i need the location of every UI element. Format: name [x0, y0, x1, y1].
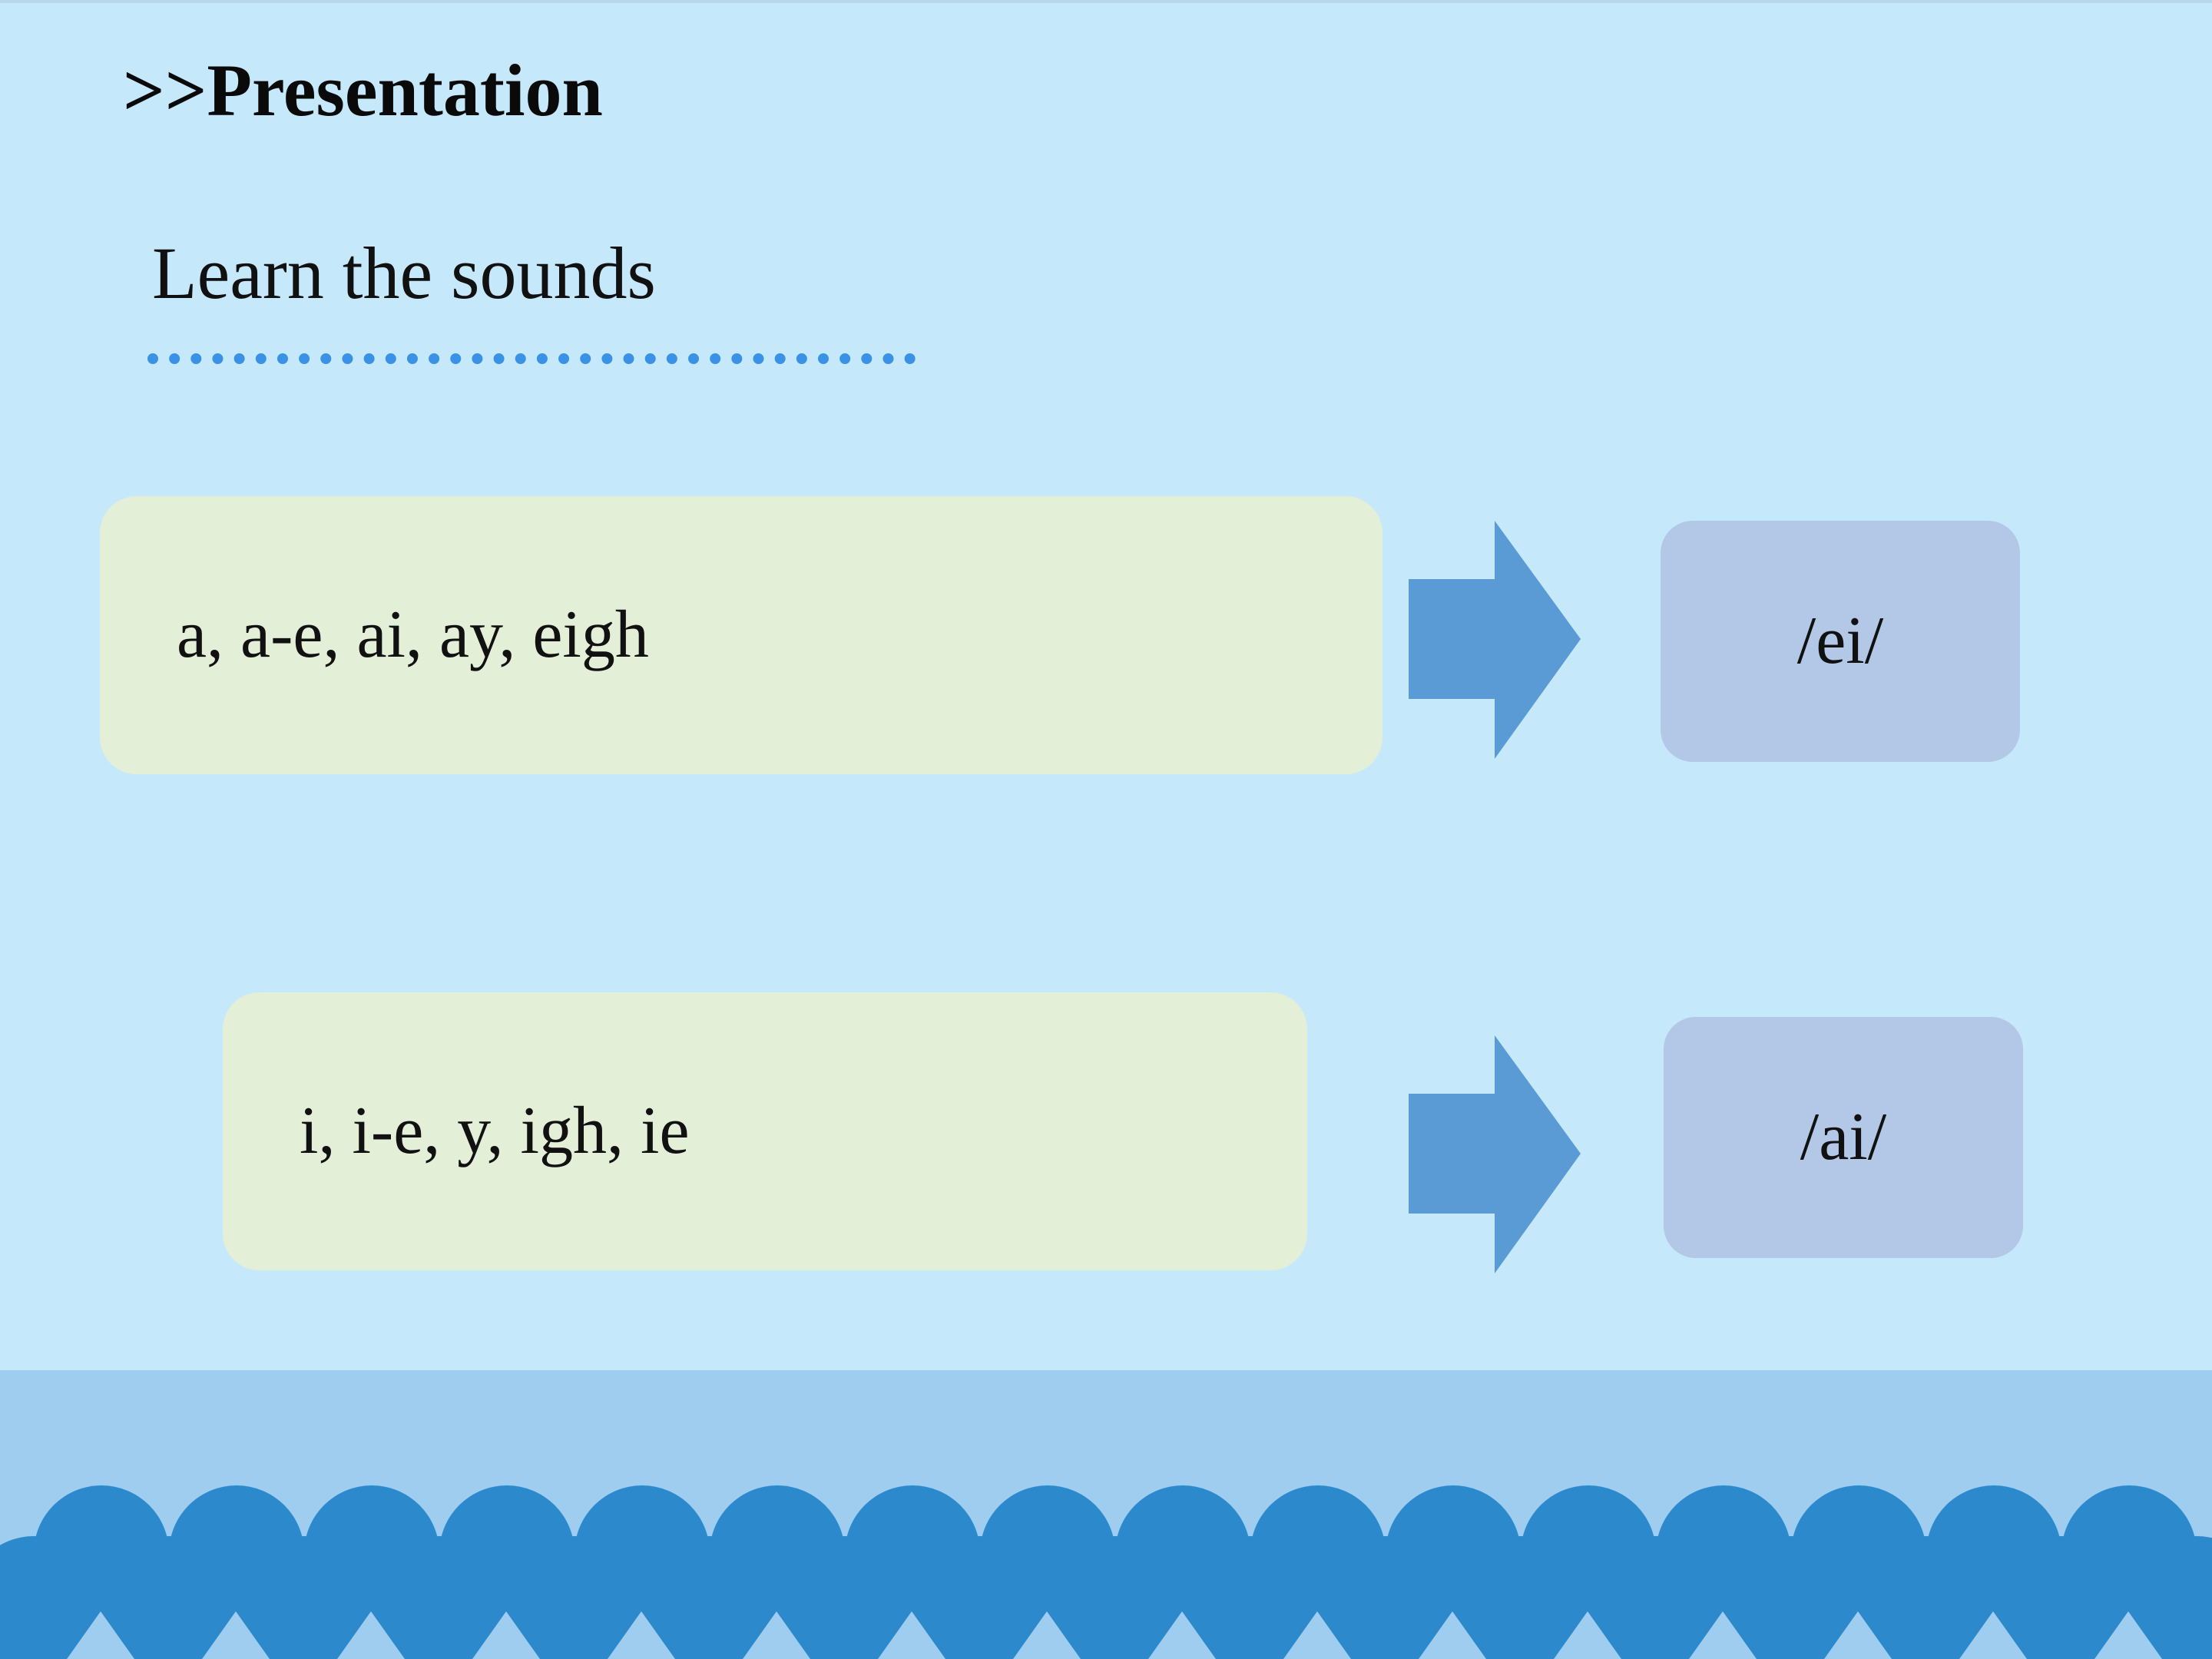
wave-circle: [507, 1536, 642, 1659]
section-title: >>Presentation: [123, 49, 603, 131]
wave-gap: [878, 1611, 945, 1659]
wave-gap: [1689, 1611, 1757, 1659]
wave-circle: [642, 1536, 777, 1659]
wave-gap: [2094, 1611, 2162, 1659]
right-arrow-icon: [1409, 1035, 1581, 1273]
scallop-waves-icon: [0, 1485, 2212, 1659]
sound-ai: /ai/: [1800, 1100, 1887, 1174]
wave-circle: [237, 1536, 372, 1659]
wave-circle: [912, 1536, 1048, 1659]
wave-gap: [1554, 1611, 1621, 1659]
wave-circle: [101, 1536, 237, 1659]
spelling-list-ai: i, i-e, y, igh, ie: [300, 1094, 690, 1168]
wave-gap: [608, 1611, 675, 1659]
wave-decoration: [0, 1370, 2212, 1659]
wave-gap: [743, 1611, 810, 1659]
wave-circle: [1994, 1536, 2129, 1659]
wave-circle: [1048, 1536, 1183, 1659]
wave-gap: [1824, 1611, 1892, 1659]
wave-gap: [337, 1611, 405, 1659]
sound-ei: /ei/: [1796, 604, 1884, 678]
sound-box-ei: /ei/: [1661, 521, 2020, 762]
wave-circle: [1859, 1536, 1994, 1659]
subtitle: Learn the sounds: [152, 232, 656, 314]
wave-gap: [1013, 1611, 1081, 1659]
spelling-box-ei: a, a-e, ai, ay, eigh: [100, 496, 1382, 774]
wave-gap: [202, 1611, 270, 1659]
wave-gap: [1283, 1611, 1351, 1659]
wave-circle: [2129, 1536, 2212, 1659]
wave-gap: [67, 1611, 134, 1659]
wave-gap: [472, 1611, 540, 1659]
wave-circle: [1724, 1536, 1859, 1659]
wave-circle: [777, 1536, 912, 1659]
right-arrow-icon: [1409, 521, 1581, 759]
sound-box-ai: /ai/: [1664, 1017, 2023, 1258]
wave-gap: [1148, 1611, 1216, 1659]
wave-circle: [372, 1536, 507, 1659]
wave-circle: [1318, 1536, 1453, 1659]
wave-circle: [1588, 1536, 1724, 1659]
wave-circle: [0, 1536, 101, 1659]
spelling-list-ei: a, a-e, ai, ay, eigh: [177, 598, 649, 672]
dotted-underline: [147, 353, 916, 364]
wave-circle: [1183, 1536, 1318, 1659]
spelling-box-ai: i, i-e, y, igh, ie: [223, 992, 1307, 1270]
top-border: [0, 0, 2212, 3]
wave-circle: [1453, 1536, 1588, 1659]
wave-gap: [1419, 1611, 1486, 1659]
wave-gap: [1959, 1611, 2027, 1659]
